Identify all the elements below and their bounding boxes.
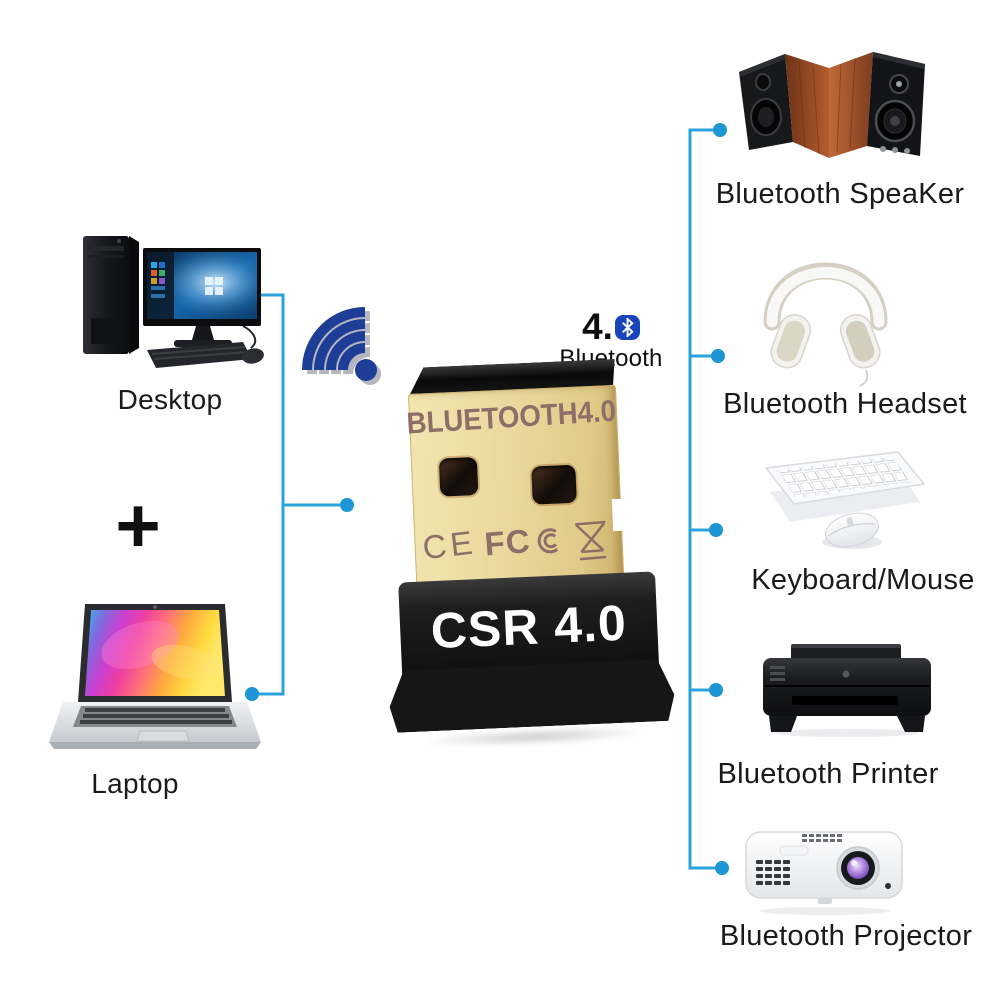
speaker-node-dot xyxy=(713,123,727,137)
wireless-signal-icon xyxy=(302,307,381,385)
keyboard-node-dot xyxy=(709,523,723,537)
laptop-node-dot xyxy=(245,687,259,701)
laptop-label: Laptop xyxy=(91,768,179,799)
bluetooth-headset-image xyxy=(763,262,888,387)
right-connector-line xyxy=(688,128,716,870)
badge-version: 4. xyxy=(582,306,613,347)
keyboard-mouse-image xyxy=(764,451,926,549)
usb-bluetooth-adapter: BLUETOOTH4.0 CE FC CSR 4.0 xyxy=(374,349,676,757)
bluetooth-logo-icon xyxy=(614,314,640,340)
usb-contact-window-right xyxy=(531,464,577,505)
adapter-base-foot xyxy=(388,659,675,733)
plus-sign: + xyxy=(115,480,161,569)
base-print: CSR 4.0 xyxy=(429,594,628,660)
headset-node-dot xyxy=(711,349,725,363)
ce-mark: CE xyxy=(420,523,479,567)
adapter-node-dot xyxy=(340,498,354,512)
bluetooth-projector-image xyxy=(745,831,903,915)
printer-node-dot xyxy=(709,683,723,697)
bluetooth-printer-image xyxy=(763,644,931,737)
headset-label: Bluetooth Headset xyxy=(723,388,967,420)
certification-marks: CE FC xyxy=(421,507,620,577)
weee-crossed-bin-icon xyxy=(574,520,606,561)
speaker-label: Bluetooth SpeaKer xyxy=(715,178,965,210)
keyboard-mouse-label: Keyboard/Mouse xyxy=(751,564,975,596)
projector-node-dot xyxy=(715,861,729,875)
printer-label: Bluetooth Printer xyxy=(717,758,939,790)
fcc-mark: FC xyxy=(482,522,532,563)
projector-label: Bluetooth Projector xyxy=(719,920,973,952)
usb-contact-window-left xyxy=(438,457,479,497)
left-connector-line xyxy=(252,293,285,696)
laptop-image xyxy=(49,604,261,749)
desktop-label: Desktop xyxy=(117,384,223,415)
bluetooth-speaker-image xyxy=(739,52,925,158)
fcc-circle-icon xyxy=(537,528,558,554)
bluetooth-badge: 4. Bluetooth xyxy=(556,306,666,373)
desktop-computer-image xyxy=(83,236,264,368)
